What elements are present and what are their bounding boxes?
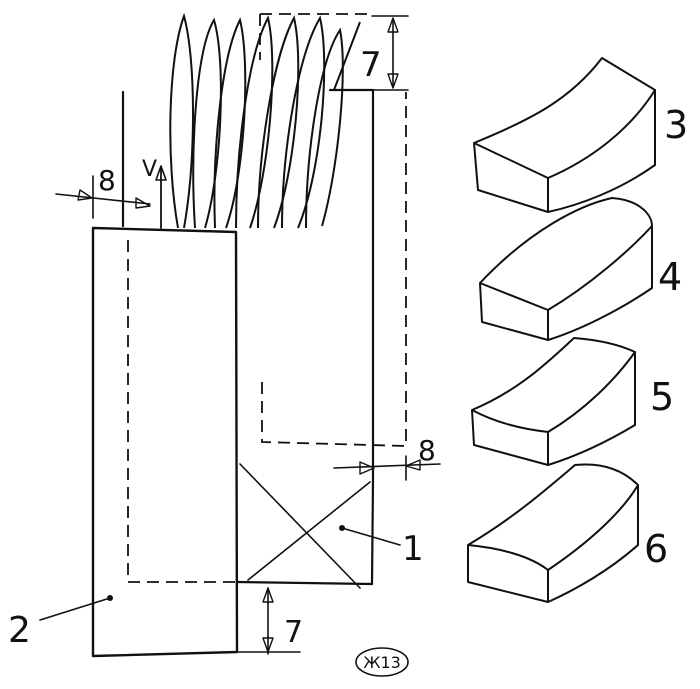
profile-3-outline [473, 57, 656, 213]
profile-5: 5 [471, 337, 674, 466]
profile-6: 6 [467, 463, 668, 603]
stamp-text: Ж13 [363, 653, 401, 672]
dim-top-arrowheads [387, 17, 399, 89]
profile-5-label: 5 [650, 375, 674, 419]
profile-3-label: 3 [664, 103, 688, 147]
stamp-oval [355, 647, 409, 677]
dimension-left: 8 [55, 164, 151, 219]
dashed-tool-path-left [127, 240, 237, 583]
dim-left-arrowheads [77, 189, 151, 209]
dashed-tool-path-right [261, 92, 407, 447]
profile-4: 4 [479, 197, 682, 341]
ref-2-callout: 2 [8, 595, 113, 651]
ref-label-1: 1 [402, 529, 424, 569]
dim-right-arrowheads [359, 459, 421, 475]
profile-5-outline [471, 337, 636, 466]
chip-loop-4 [235, 15, 274, 229]
profile-3: 3 [473, 57, 688, 213]
velocity-label: V [142, 157, 157, 182]
ref-2-leader-line [39, 597, 111, 621]
profile-4-label: 4 [658, 255, 682, 299]
element-1-diagonal-a [239, 463, 361, 589]
dimension-bottom: 7 [236, 587, 303, 655]
chip-loop-7 [305, 27, 344, 229]
element-1 [235, 226, 401, 589]
ref-label-2: 2 [8, 610, 31, 651]
profile-6-label: 6 [644, 527, 668, 571]
workpiece-2-outline [91, 226, 239, 658]
dimension-right: 8 [333, 434, 441, 481]
chip-loop-3 [213, 17, 247, 229]
chip-spiral [169, 12, 361, 229]
profile-6-outline [467, 463, 639, 603]
element-1-leader-line [341, 527, 401, 546]
element-1-outline [235, 226, 375, 586]
velocity-arrow: V [142, 157, 167, 229]
chip-loop-1 [169, 12, 194, 229]
profile-4-outline [479, 197, 653, 341]
dim-right-line [333, 463, 441, 469]
chip-cut-line [333, 21, 361, 91]
dim-right-value: 8 [418, 434, 436, 467]
dim-left-value: 8 [98, 164, 116, 197]
velocity-arrowhead [155, 165, 167, 181]
chip-loop-2 [192, 17, 222, 229]
dim-bottom-arrowheads [262, 587, 274, 653]
dimension-top-right: 7 [360, 15, 409, 91]
element-1-diagonal-b [247, 481, 371, 581]
chip-loop-6 [281, 15, 326, 229]
chip-loop-5 [257, 15, 300, 229]
figure-stamp: Ж13 [355, 647, 409, 677]
dim-left-line [55, 193, 151, 205]
dim-bottom-value: 7 [284, 615, 303, 650]
dim-top-value: 7 [360, 45, 382, 85]
